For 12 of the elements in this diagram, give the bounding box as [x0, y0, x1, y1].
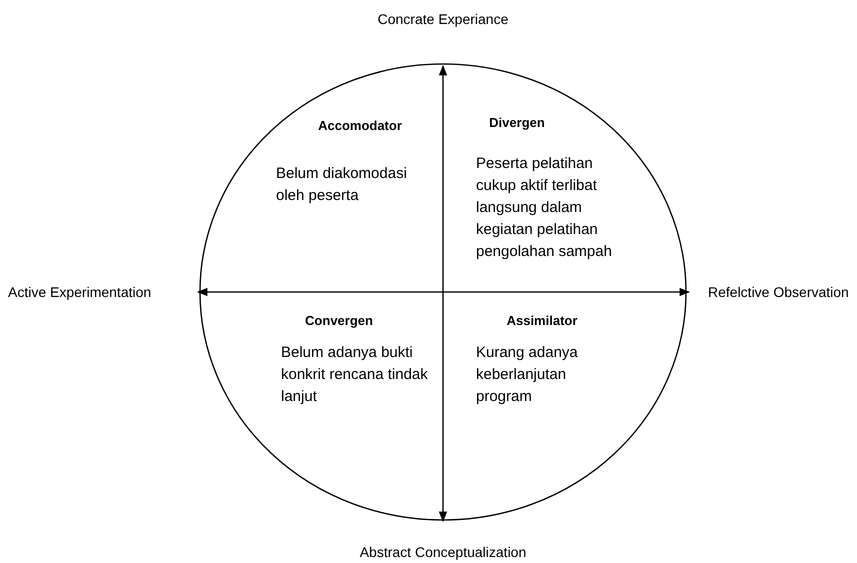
quadrant-heading: Assimilator [506, 312, 578, 330]
quadrant-text: Peserta pelatihan cukup aktif terlibat langsung dalam kegiatan pelatihan pengolahan sampah [476, 154, 613, 262]
quadrant-text: Belum diakomodasi oleh peserta [276, 164, 408, 206]
quadrant-text: Belum adanya bukti konkrit rencana tindak lanjut [281, 343, 429, 407]
axis-label: Abstract Conceptualization [358, 543, 528, 562]
axis-label: Concrate Experiance [376, 10, 510, 29]
quadrant-heading: Divergen [488, 114, 546, 132]
axis-label: Active Experimentation [8, 283, 152, 302]
quadrant-heading: Accomodator [317, 117, 403, 135]
quadrant-heading: Convergen [304, 312, 374, 330]
quadrant-text: Kurang adanya keberlanjutan program [476, 343, 579, 407]
axis-label: Refelctive Observation [708, 283, 850, 302]
